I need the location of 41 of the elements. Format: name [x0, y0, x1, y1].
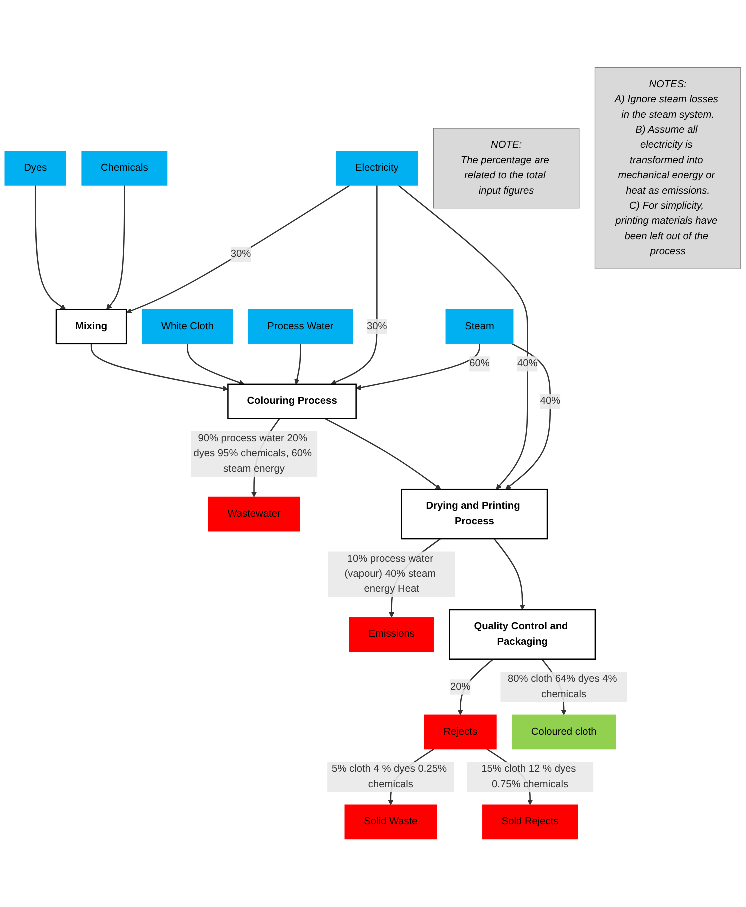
edge-label: 10% process water (vapour) 40% steam energy Heat [344, 554, 436, 595]
edge-label: 30% [367, 321, 388, 332]
node-box: Wastewater [208, 496, 300, 532]
node-box: Coloured cloth [512, 714, 616, 750]
arrow [506, 343, 552, 490]
node-box: Drying and Printing Process [401, 488, 548, 540]
arrow [494, 538, 526, 610]
edge-label: 90% process water 20% dyes 95% chemicals, 60% steam energy [194, 433, 312, 474]
arrow [356, 344, 480, 391]
node-box: Dyes [4, 151, 66, 186]
edge-label: 5% cloth 4 % dyes 0.25% chemicals [332, 764, 447, 790]
arrow [34, 186, 66, 310]
edge-label: 60% [470, 358, 490, 370]
edge-label: 40% [540, 396, 561, 407]
node-box: NOTE: The percentage are related to the total input figures [433, 128, 580, 209]
node-box: Solid Waste [344, 804, 438, 840]
node-box: Colouring Process [228, 384, 357, 420]
edge-label: 30% [230, 248, 252, 260]
arrow [294, 344, 302, 385]
edge-label: 20% [450, 682, 471, 692]
arrow [90, 344, 228, 392]
arrow [106, 186, 126, 310]
arrow [398, 185, 528, 490]
node-box: Quality Control and Packaging [449, 609, 596, 660]
arrow [126, 185, 350, 314]
node-box: White Cloth [142, 309, 234, 344]
edge-label: 40% [518, 358, 538, 370]
node-box: Sold Rejects [482, 804, 578, 840]
node-box: Electricity [336, 151, 418, 186]
arrow [324, 418, 442, 490]
node-box: Process Water [248, 309, 354, 344]
edge-label: 15% cloth 12 % dyes 0.75% chemicals [482, 764, 576, 790]
node-box: Mixing [56, 309, 128, 345]
edge-label: 80% cloth 64% dyes 4% chemicals [508, 674, 618, 700]
node-box: Rejects [424, 714, 497, 750]
node-box: NOTES: A) Ignore steam losses in the steam system. B) Assume all electricity is transformed into mechanical energy or heat as emissions. C) For simplicity, printing materials have been left out of the process [594, 67, 742, 270]
node-box: Steam [446, 309, 514, 344]
arrow [330, 186, 378, 385]
node-box: Chemicals [82, 151, 168, 186]
arrow [187, 344, 245, 386]
node-box: Emissions [349, 617, 434, 652]
